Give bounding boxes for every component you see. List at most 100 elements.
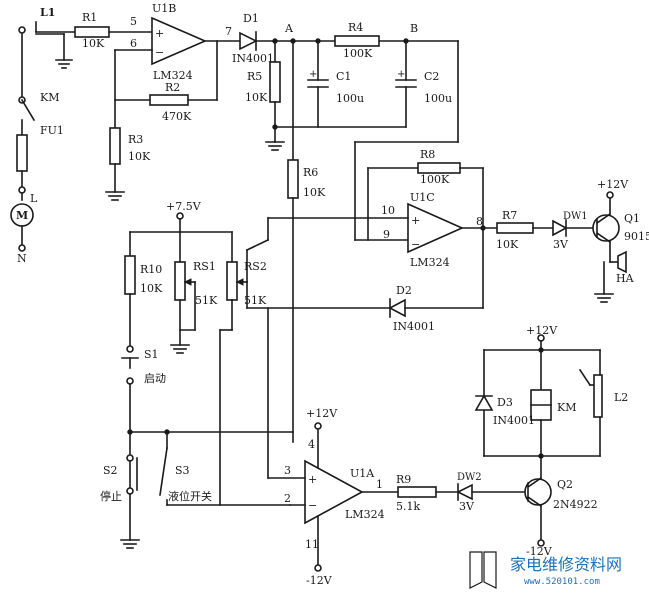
label-km-relay: KM	[557, 401, 576, 414]
label-s3: S3	[175, 464, 190, 477]
label-r10-value: 10K	[140, 282, 163, 295]
label-q1-model: 9015	[624, 230, 649, 243]
label-dw1-value: 3V	[553, 238, 569, 251]
switches	[120, 345, 294, 549]
label-pin8: 8	[476, 215, 483, 228]
label-s3-text: 液位开关	[168, 489, 212, 503]
label-rs2-value: 51K	[244, 294, 267, 307]
label-l2: L2	[614, 391, 628, 404]
label-u1b-model: LM324	[153, 69, 193, 82]
b-to-u1c	[354, 40, 459, 241]
label-d1: D1	[243, 12, 259, 25]
u1c-opamp: + −	[267, 162, 498, 309]
label-node-b: B	[410, 22, 418, 35]
reference-network	[124, 212, 391, 506]
l1-sensor	[35, 21, 153, 69]
label-vneg-u1a: -12V	[306, 574, 333, 587]
label-c1-value: 100u	[336, 92, 364, 105]
watermark-url: www.520101.com	[524, 577, 600, 587]
svg-text:+: +	[308, 473, 317, 486]
label-s2-text: 停止	[100, 489, 122, 503]
label-pin4: 4	[308, 438, 315, 451]
label-r3: R3	[128, 133, 143, 146]
label-motor: M	[16, 209, 28, 222]
label-r5: R5	[247, 70, 262, 83]
svg-text:−: −	[155, 46, 164, 59]
svg-text:+: +	[411, 214, 420, 227]
c1-capacitor: +	[307, 40, 329, 128]
label-r4: R4	[348, 21, 363, 34]
label-d2: D2	[396, 284, 412, 297]
label-node-a: A	[284, 22, 294, 35]
label-d2-model: IN4001	[393, 320, 435, 333]
r5-ground	[265, 40, 407, 151]
label-dw2: DW2	[457, 472, 482, 483]
mains-branch	[10, 26, 36, 252]
label-r5-value: 10K	[245, 91, 268, 104]
label-r8: R8	[420, 148, 435, 161]
label-u1c-model: LM324	[410, 256, 450, 269]
label-pin9: 9	[383, 228, 390, 241]
label-pin1: 1	[376, 478, 383, 491]
label-r1-value: 10K	[82, 37, 105, 50]
label-r2-value: 470K	[162, 110, 192, 123]
svg-text:−: −	[308, 499, 317, 512]
d2-diode	[388, 298, 484, 318]
u1b-opamp: + −	[105, 16, 241, 201]
label-pin11: 11	[305, 538, 319, 551]
label-vcc-u1a: +12V	[306, 407, 338, 420]
label-s2: S2	[103, 464, 118, 477]
label-dw2-value: 3V	[459, 500, 475, 513]
label-pin10: 10	[381, 204, 395, 217]
relay-driver	[474, 334, 603, 547]
label-r6-value: 10K	[303, 186, 326, 199]
label-d1-model: IN4001	[232, 52, 274, 65]
label-r4-value: 100K	[343, 47, 373, 60]
label-ha: HA	[616, 272, 635, 285]
label-pin2: 2	[284, 492, 291, 505]
label-q1: Q1	[624, 212, 640, 225]
svg-text:+: +	[397, 69, 405, 80]
c2-capacitor: +	[395, 40, 417, 128]
alarm-driver	[496, 191, 627, 303]
label-d3-model: IN4001	[493, 414, 535, 427]
svg-text:+: +	[155, 27, 164, 40]
svg-text:−: −	[411, 238, 420, 251]
label-d3: D3	[497, 396, 513, 409]
label-r2: R2	[165, 81, 180, 94]
label-c2: C2	[424, 70, 439, 83]
label-l: L	[30, 192, 38, 205]
label-c1: C1	[336, 70, 351, 83]
label-r1: R1	[82, 11, 97, 24]
label-q2-model: 2N4922	[553, 498, 598, 511]
label-u1a: U1A	[350, 467, 375, 480]
label-r9: R9	[396, 473, 411, 486]
label-r8-value: 100K	[420, 173, 450, 186]
label-rs2: RS2	[244, 260, 267, 273]
watermark-brand: 家电维修资料网	[510, 555, 622, 574]
label-n: N	[17, 252, 27, 265]
label-r3-value: 10K	[128, 150, 151, 163]
svg-text:+: +	[309, 69, 317, 80]
label-r9-value: 5.1k	[396, 500, 420, 513]
label-vneg-q2: -12V	[526, 545, 553, 558]
label-pin6: 6	[130, 37, 137, 50]
watermark: 家电维修资料网 www.520101.com	[469, 551, 622, 589]
label-fu1: FU1	[40, 124, 64, 137]
label-r10: R10	[140, 263, 162, 276]
label-pin7: 7	[225, 25, 232, 38]
label-7-5v: +7.5V	[166, 200, 202, 213]
label-rs1: RS1	[193, 260, 216, 273]
label-vcc-relay: +12V	[526, 324, 558, 337]
label-s1: S1	[144, 348, 159, 361]
label-r6: R6	[303, 166, 318, 179]
label-pin5: 5	[130, 15, 137, 28]
u1a-opamp: + −	[267, 307, 529, 572]
label-vcc-q1: +12V	[597, 178, 629, 191]
label-r7: R7	[502, 209, 517, 222]
label-s1-text: 启动	[144, 372, 166, 385]
label-u1c: U1C	[410, 191, 435, 204]
label-q2: Q2	[557, 478, 573, 491]
label-pin3: 3	[284, 464, 291, 477]
